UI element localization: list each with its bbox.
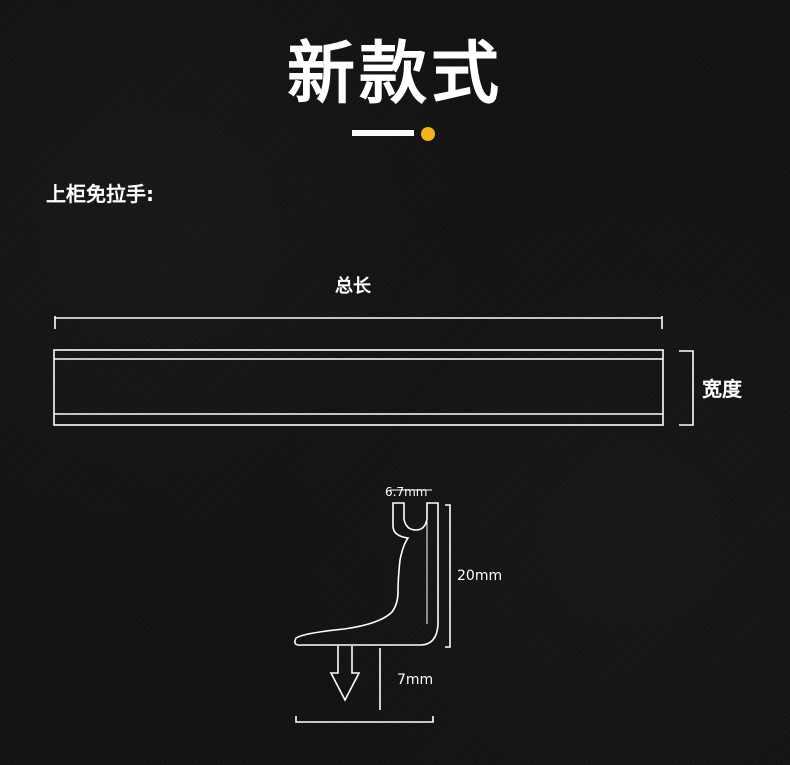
height-dimension-line — [445, 504, 451, 648]
total-length-bracket — [54, 316, 663, 329]
handle-profile — [294, 502, 439, 646]
section-label: 上柜免拉手: — [46, 182, 154, 206]
depth-label: 7mm — [397, 672, 434, 688]
title-accent-dot — [421, 127, 435, 141]
clip-arrow — [329, 646, 361, 702]
bottom-bracket — [295, 716, 434, 723]
total-length-label: 总长 — [335, 276, 371, 297]
top-opening-label: 6.7mm — [385, 485, 428, 499]
title-underline — [352, 130, 414, 136]
page-title: 新款式 — [286, 35, 503, 114]
width-bracket — [679, 350, 694, 426]
width-label: 宽度 — [702, 377, 742, 401]
handle-top-view-outer — [53, 349, 664, 426]
height-label: 20mm — [457, 568, 503, 584]
